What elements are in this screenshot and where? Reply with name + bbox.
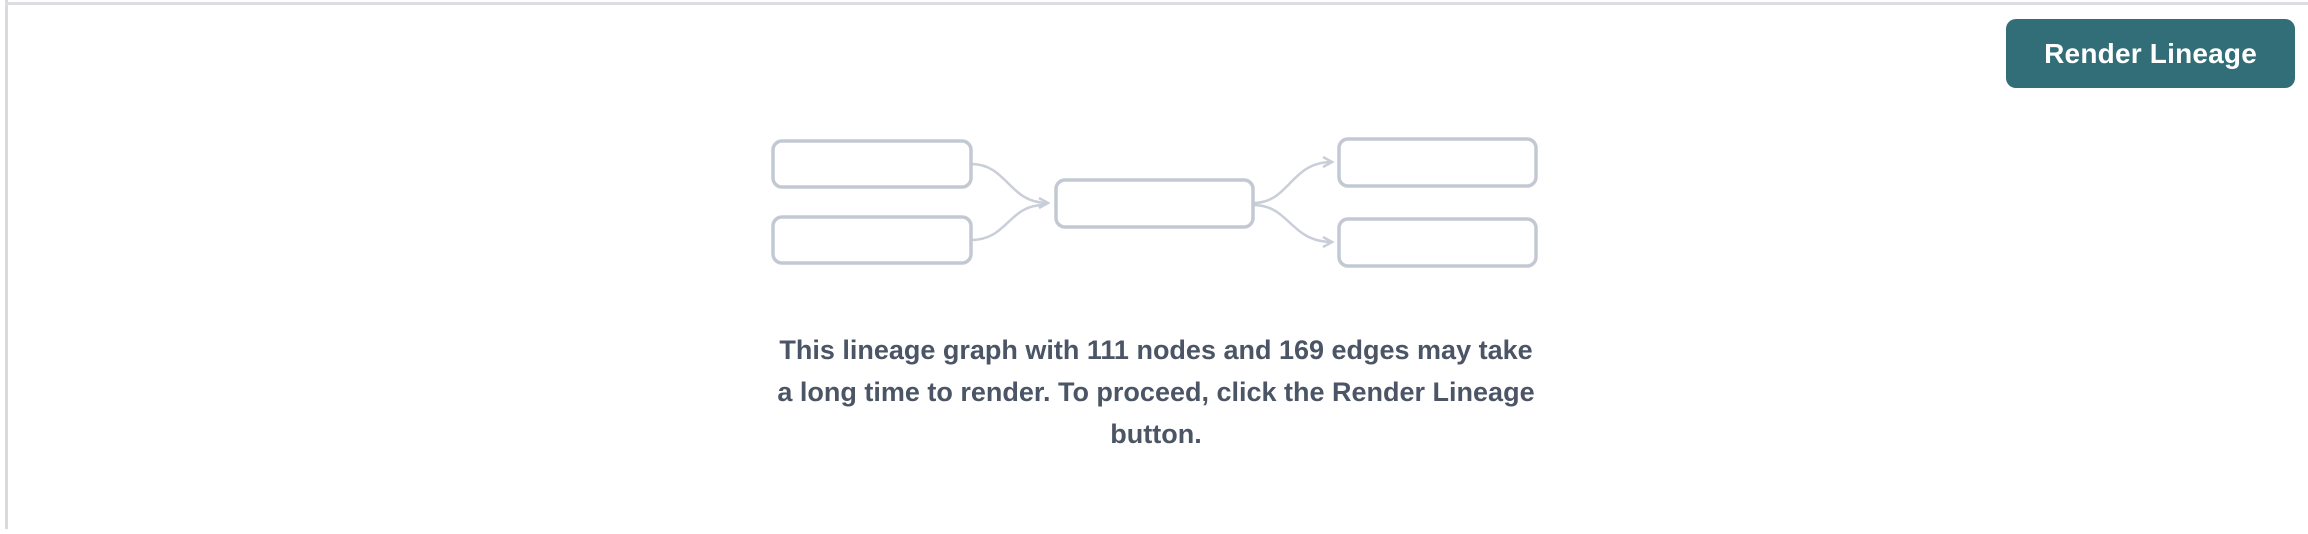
placeholder-edge <box>970 162 1048 203</box>
placeholder-node <box>771 139 973 189</box>
panel-top-border <box>5 2 2308 5</box>
placeholder-node <box>1054 178 1255 229</box>
placeholder-edge <box>970 203 1045 242</box>
lineage-graph-placeholder-icon <box>760 128 1550 278</box>
panel-left-border <box>5 0 8 529</box>
placeholder-diagram-svg <box>771 137 1538 268</box>
placeholder-node <box>771 215 973 265</box>
placeholder-edge <box>1252 203 1332 242</box>
placeholder-node <box>1337 137 1538 188</box>
lineage-warning-line-1: This lineage graph with 111 nodes and 16… <box>779 335 1533 365</box>
placeholder-node <box>1337 217 1538 268</box>
render-lineage-button[interactable]: Render Lineage <box>2006 19 2295 88</box>
lineage-warning-message: This lineage graph with 111 nodes and 16… <box>740 329 1572 455</box>
lineage-warning-line-3: button. <box>1110 419 1202 449</box>
lineage-warning-line-2: a long time to render. To proceed, click… <box>777 377 1535 407</box>
placeholder-edge <box>1252 162 1332 205</box>
